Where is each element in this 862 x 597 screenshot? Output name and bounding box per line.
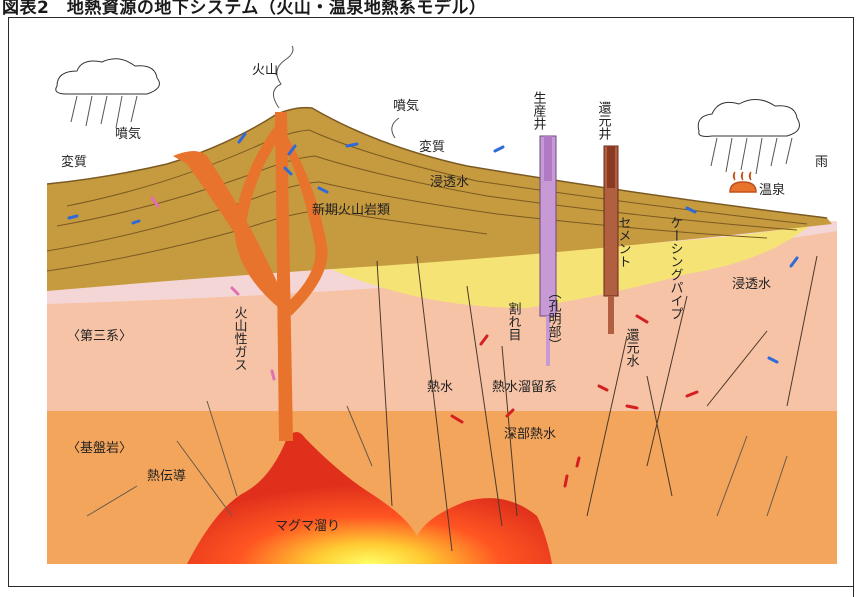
label-volcano: 火山 [252, 63, 278, 78]
label-fumarole-left: 噴気 [115, 126, 141, 142]
label-infiltration-right: 浸透水 [732, 277, 771, 292]
label-hot-water: 熱水 [427, 380, 453, 395]
label-infiltration-upper: 浸透水 [430, 175, 469, 190]
label-production-well: 生産井 [531, 91, 547, 131]
figure-title: 図表2 地熱資源の地下システム（火山・温泉地熱系モデル） [2, 0, 486, 18]
label-casing-pipe: ケーシングパイプ [668, 216, 684, 320]
label-heat-conduction: 熱伝導 [147, 469, 186, 484]
label-hot-water-reservoir: 熱水溜留系 [492, 380, 557, 395]
label-uncased: （孔明部） [546, 286, 562, 351]
label-reinjection-well: 還元井 [596, 101, 612, 141]
frame-top-border [8, 17, 854, 18]
label-tertiary: 〈第三系〉 [67, 329, 132, 344]
label-new-volcanic-rock: 新期火山岩類 [312, 202, 390, 218]
label-hot-spring: 温泉 [759, 182, 785, 198]
label-cement: セメント [616, 216, 632, 268]
label-deep-hot-water: 深部熱水 [504, 427, 556, 442]
label-fumarole-center: 噴気 [393, 98, 419, 114]
geothermal-diagram: 火山 噴気 変質 噴気 変質 浸透水 新期火山岩類 生産井 還元井 雨 温泉 セ… [47, 46, 837, 564]
label-magma: マグマ溜り [275, 519, 340, 534]
label-rain: 雨 [815, 155, 828, 170]
label-fracture: 割れ目 [506, 301, 522, 341]
label-alteration-left: 変質 [61, 154, 87, 170]
label-alteration-center: 変質 [419, 139, 445, 155]
label-volcanic-gas: 火山性ガス [232, 306, 248, 371]
frame-right-border [853, 17, 854, 597]
label-reinjection-water: 還元水 [624, 328, 640, 367]
label-basement: 〈基盤岩〉 [67, 441, 132, 456]
